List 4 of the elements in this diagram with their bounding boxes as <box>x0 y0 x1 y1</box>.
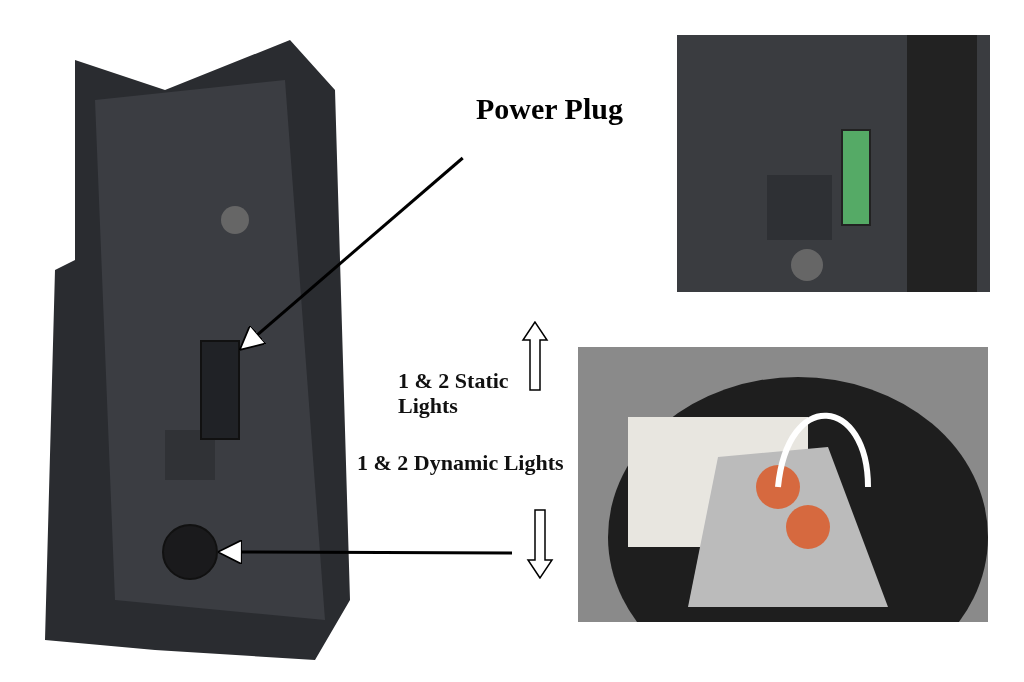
callout-text: 1 & 2 Static Lights <box>398 368 510 419</box>
callout-text: Power Plug <box>476 92 666 136</box>
arrow <box>216 539 512 565</box>
callout-text: 1 & 2 Dynamic Lights <box>357 450 565 476</box>
